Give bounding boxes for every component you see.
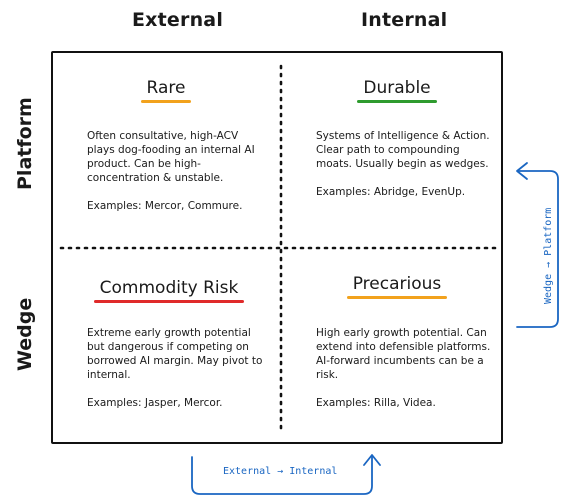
quadrant-rare-title: Rare [141,78,191,103]
wedge-to-platform-label: Wedge → Platform [543,207,554,304]
quadrant-rare-title-text: Rare [146,78,186,98]
quadrant-durable-title-text: Durable [363,78,431,98]
quadrant-durable-body: Systems of Intelligence & Action. Clear … [316,129,492,213]
quadrant-commodity-risk-title-text: Commodity Risk [99,278,239,298]
quadrant-precarious-examples: Examples: Rilla, Videa. [316,397,436,409]
quadrant-durable-underline [357,100,437,103]
quadrant-precarious-title: Precarious [347,274,447,299]
quadrant-commodity-risk-description: Extreme early growth potential but dange… [87,327,263,381]
column-header-internal: Internal [361,9,448,31]
quadrant-commodity-risk-title: Commodity Risk [94,278,244,303]
quadrant-durable-examples: Examples: Abridge, EvenUp. [316,186,466,198]
external-to-internal-arrow [191,456,373,495]
quadrant-commodity-risk-examples: Examples: Jasper, Mercor. [87,397,223,409]
external-to-internal-label: External → Internal [223,466,338,477]
quadrant-rare-body: Often consultative, high-ACV plays dog-f… [87,129,263,227]
quadrant-commodity-risk-body: Extreme early growth potential but dange… [87,326,263,424]
quadrant-rare-description: Often consultative, high-ACV plays dog-f… [87,130,255,184]
quadrant-rare-underline [141,100,191,103]
matrix-frame [51,51,503,444]
quadrant-durable-description: Systems of Intelligence & Action. Clear … [316,130,490,170]
column-header-external: External [132,9,224,31]
wedge-to-platform-arrow [516,170,559,328]
quadrant-precarious-body: High early growth potential. Can extend … [316,326,492,424]
quadrant-precarious-description: High early growth potential. Can extend … [316,327,491,381]
quadrant-rare-examples: Examples: Mercor, Commure. [87,200,243,212]
quadrant-commodity-risk-underline [94,300,244,303]
quadrant-durable-title: Durable [357,78,437,103]
external-to-internal-arrowhead [363,454,381,466]
quadrant-precarious-underline [347,296,447,299]
quadrant-precarious-title-text: Precarious [352,274,442,294]
wedge-to-platform-arrowhead [516,162,528,180]
